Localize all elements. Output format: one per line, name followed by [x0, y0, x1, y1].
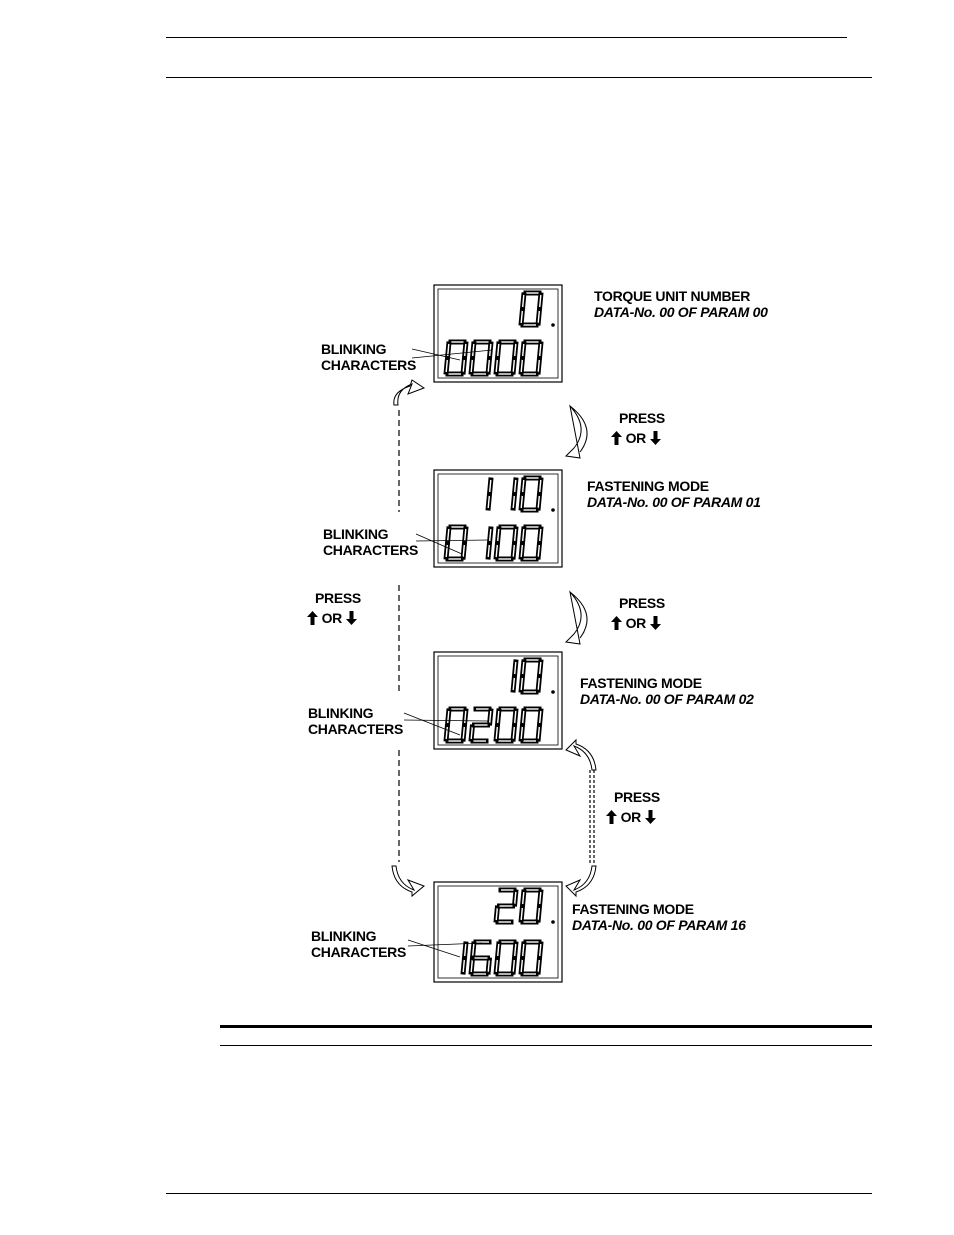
decimal-point: [551, 920, 555, 924]
panel-4-title: FASTENING MODE: [572, 901, 694, 917]
blinking-label-line2: CHARACTERS: [323, 542, 418, 558]
press-label: PRESS: [611, 593, 665, 613]
bottom-digit: [463, 944, 466, 972]
up-arrow-icon: [606, 810, 617, 824]
panel-1-subtitle: DATA-No. 00 OF PARAM 00: [594, 304, 768, 320]
curved-arrow-icon: [566, 866, 596, 896]
panel-4-subtitle: DATA-No. 00 OF PARAM 16: [572, 917, 746, 933]
curved-arrow-icon: [566, 406, 587, 458]
up-arrow-icon: [611, 616, 622, 630]
press-instruction-1: PRESS OR: [611, 408, 665, 448]
press-label: PRESS: [307, 588, 361, 608]
down-arrow-icon: [346, 611, 357, 625]
panel-2-title: FASTENING MODE: [587, 478, 709, 494]
blinking-label-line2: CHARACTERS: [308, 721, 403, 737]
blinking-label-3: BLINKING CHARACTERS: [308, 705, 403, 737]
top-digit: [513, 480, 516, 508]
curved-arrow-icon: [394, 380, 424, 405]
lcd-display-3: [434, 652, 562, 749]
or-label: OR: [626, 615, 646, 631]
top-digit: [513, 662, 516, 690]
up-arrow-icon: [307, 611, 318, 625]
blinking-label-line1: BLINKING: [323, 526, 418, 542]
blinking-label-line1: BLINKING: [311, 928, 406, 944]
down-arrow-icon: [650, 616, 661, 630]
panel-3-subtitle: DATA-No. 00 OF PARAM 02: [580, 691, 754, 707]
blinking-label-1: BLINKING CHARACTERS: [321, 341, 416, 373]
blinking-label-2: BLINKING CHARACTERS: [323, 526, 418, 558]
panel-3-title: FASTENING MODE: [580, 675, 702, 691]
blinking-label-4: BLINKING CHARACTERS: [311, 928, 406, 960]
lcd-display-2: [434, 470, 562, 567]
lcd-display-1: [434, 285, 562, 382]
blinking-label-line1: BLINKING: [321, 341, 416, 357]
or-label: OR: [322, 610, 342, 626]
blinking-label-line1: BLINKING: [308, 705, 403, 721]
curved-arrow-icon: [392, 866, 424, 896]
down-arrow-icon: [650, 431, 661, 445]
panel-2-subtitle: DATA-No. 00 OF PARAM 01: [587, 494, 761, 510]
bottom-digit: [488, 529, 491, 557]
blinking-label-line2: CHARACTERS: [321, 357, 416, 373]
decimal-point: [551, 690, 555, 694]
top-digit: [488, 480, 491, 508]
decimal-point: [551, 323, 555, 327]
down-arrow-icon: [645, 810, 656, 824]
press-label: PRESS: [611, 408, 665, 428]
curved-arrow-icon: [566, 740, 596, 770]
press-label: PRESS: [606, 787, 660, 807]
lcd-display-4: [434, 882, 562, 982]
press-instruction-4: PRESS OR: [606, 787, 660, 827]
or-label: OR: [626, 430, 646, 446]
curved-arrow-icon: [566, 592, 587, 644]
panel-1-title: TORQUE UNIT NUMBER: [594, 288, 750, 304]
or-label: OR: [621, 809, 641, 825]
press-instruction-3: PRESS OR: [307, 588, 361, 628]
up-arrow-icon: [611, 431, 622, 445]
blinking-label-line2: CHARACTERS: [311, 944, 406, 960]
press-instruction-2: PRESS OR: [611, 593, 665, 633]
decimal-point: [551, 508, 555, 512]
